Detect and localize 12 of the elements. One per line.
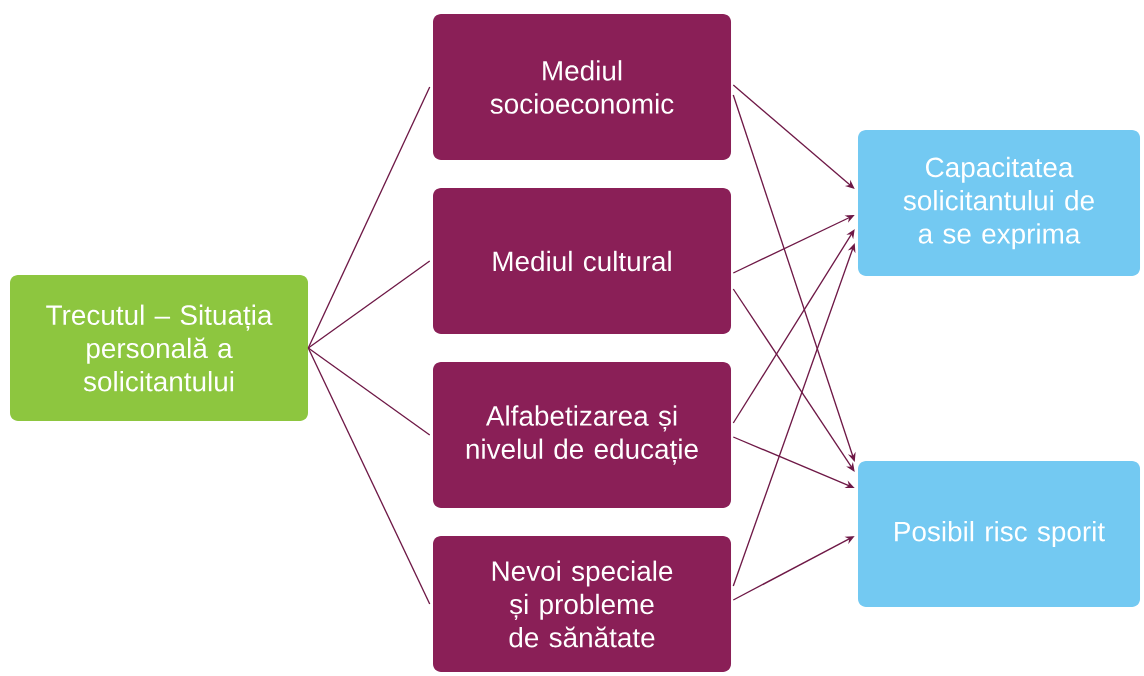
factor-box: Nevoi speciale și probleme de sănătate — [433, 536, 731, 672]
arrow — [732, 229, 855, 424]
factor-box: Alfabetizarea și nivelul de educație — [433, 362, 731, 508]
arrow — [732, 288, 855, 472]
arrow — [732, 243, 856, 587]
outcome-box: Capacitatea solicitantului de a se exprima — [858, 130, 1140, 276]
factor-box: Mediul socioeconomic — [433, 14, 731, 160]
outcome-box: Posibil risc sporit — [858, 461, 1140, 607]
arrow — [732, 84, 855, 189]
arrow — [732, 94, 856, 462]
factor-box: Mediul cultural — [433, 188, 731, 334]
source-box: Trecutul – Situația personală a solicitantului — [10, 275, 308, 421]
